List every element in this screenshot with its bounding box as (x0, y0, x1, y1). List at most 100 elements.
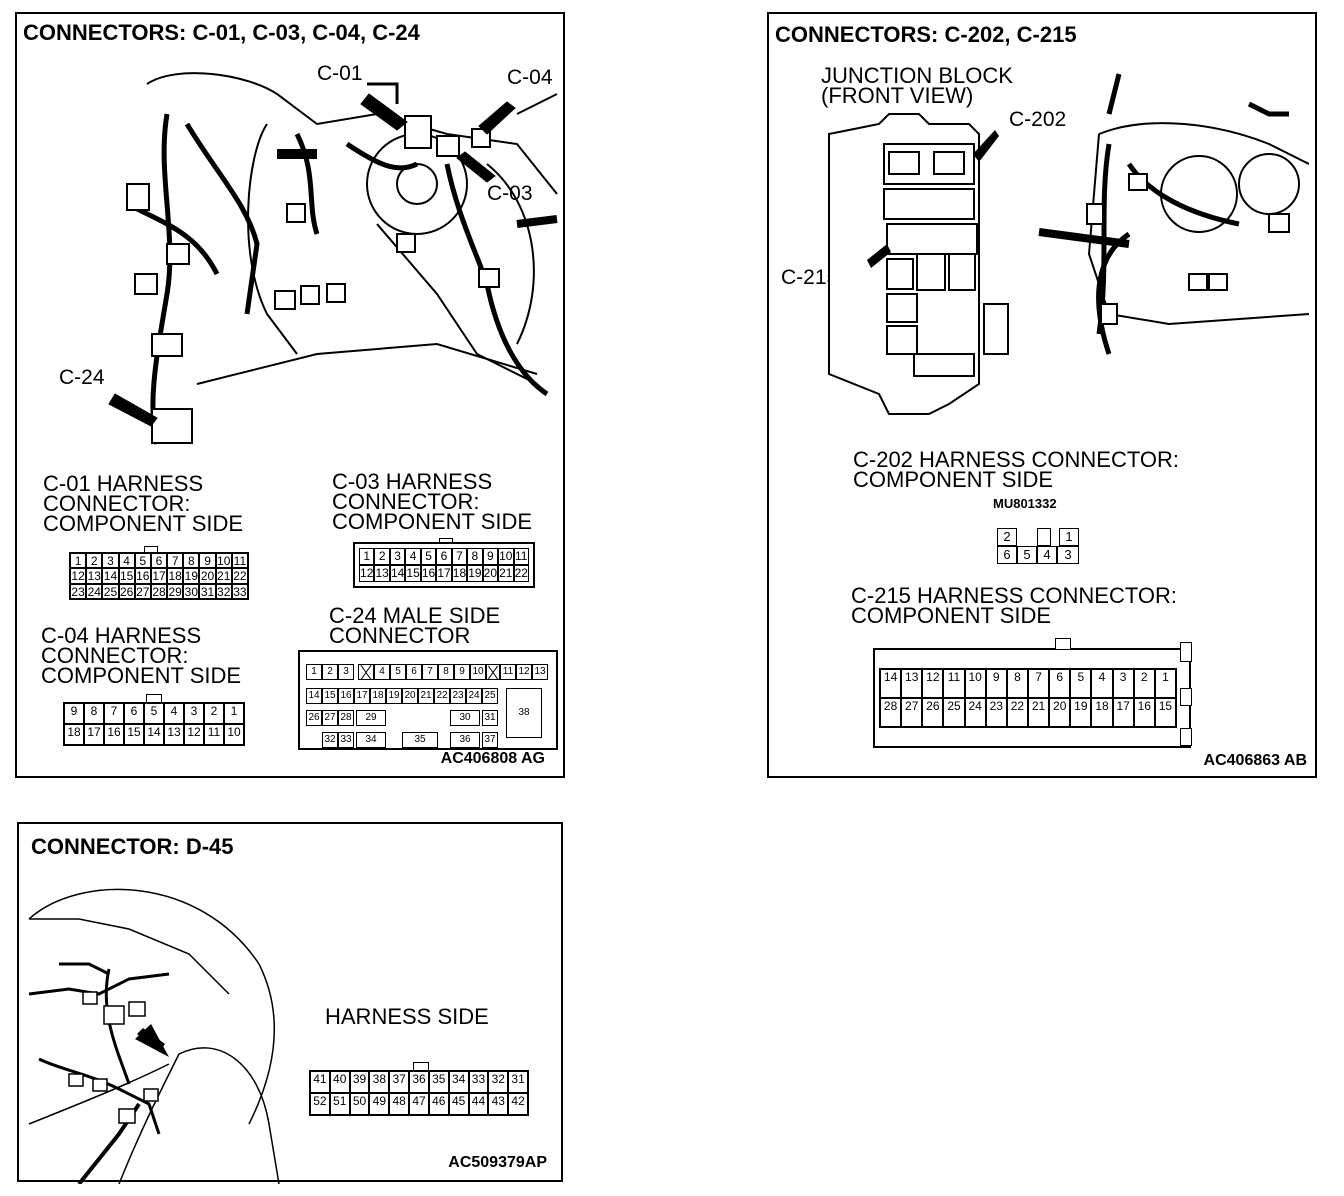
c04-pin: 12 (184, 724, 204, 745)
c215-latch-top (1055, 638, 1071, 650)
c03-pin: 16 (420, 565, 437, 582)
c24-pin: 27 (322, 710, 338, 726)
c202-part-number: MU801332 (993, 496, 1057, 511)
dashboard-harness-illustration (108, 72, 558, 445)
c01-pin: 17 (150, 568, 168, 584)
c03-pin: 14 (389, 565, 406, 582)
junction-block-illustration (828, 73, 1309, 415)
c24-pin: 14 (306, 688, 322, 704)
c24-pin: 35 (402, 732, 438, 748)
c215-connector-label: C-215 HARNESS CONNECTOR: COMPONENT SIDE (851, 583, 1177, 628)
d45-pin: 45 (448, 1093, 469, 1115)
rear-body-harness-illustration (28, 888, 280, 1184)
c24-pin: 15 (322, 688, 338, 704)
c01-pin: 1 (70, 553, 87, 569)
d45-pin: 36 (409, 1071, 429, 1093)
c03-connector-label: C-03 HARNESS CONNECTOR: COMPONENT SIDE (332, 469, 533, 534)
figure-code: AC406808 AG (440, 750, 545, 767)
c215-pin: 13 (901, 669, 923, 698)
c24-pin: 36 (450, 732, 480, 748)
d45-pin: 46 (428, 1093, 449, 1115)
c24-pin: 26 (306, 710, 322, 726)
c215-side-tab-1 (1180, 642, 1192, 662)
c24-pin: 7 (422, 664, 438, 680)
d45-pin: 38 (369, 1071, 390, 1093)
c24-pin: 28 (338, 710, 354, 726)
panel-title: CONNECTORS: C-01, C-03, C-04, C-24 (23, 20, 420, 45)
c24-pin: 3 (338, 664, 354, 680)
c24-pin: 13 (532, 664, 548, 680)
c24-pin: 33 (338, 732, 354, 748)
panel-connectors-c01-c03-c04-c24: CONNECTORS: C-01, C-03, C-04, C-24 (15, 12, 565, 778)
c24-pin: 30 (450, 710, 480, 726)
c01-pin: 3 (102, 553, 119, 569)
d45-pin: 32 (488, 1071, 509, 1093)
c03-pin: 4 (405, 548, 421, 565)
c24-pin: 37 (482, 732, 498, 748)
c202-empty-slot (1037, 528, 1051, 546)
c01-pin: 5 (134, 553, 151, 569)
c24-pin: 1 (306, 664, 322, 680)
c03-pin: 5 (420, 548, 437, 565)
d45-pin: 41 (310, 1071, 330, 1093)
c24-pin: 21 (418, 688, 434, 704)
c215-pin: 15 (1154, 698, 1176, 727)
c04-pin: 16 (104, 724, 124, 745)
c202-pin: 2 (997, 528, 1017, 546)
c215-side-tab-3 (1180, 728, 1192, 746)
callout-c202: C-202 (1009, 108, 1067, 131)
c215-pin: 8 (1006, 669, 1028, 698)
c04-pin: 10 (224, 724, 244, 745)
c01-pin: 18 (167, 568, 184, 584)
c24-pin: 22 (434, 688, 450, 704)
c24-pin: 34 (356, 732, 386, 748)
c01-pin: 2 (86, 553, 103, 569)
c01-pin: 20 (199, 568, 216, 584)
c04-pin: 17 (84, 724, 104, 745)
d45-pin: 42 (508, 1093, 528, 1115)
c24-connector-body (298, 650, 558, 750)
c03-pin: 3 (389, 548, 406, 565)
c01-pin: 26 (118, 583, 135, 599)
c202-pin: 1 (1059, 528, 1079, 546)
c04-pin: 6 (124, 703, 144, 724)
c04-pin: 5 (144, 703, 164, 724)
c01-pin: 11 (231, 553, 248, 569)
callout-c03: C-03 (487, 182, 533, 205)
d45-pin: 37 (389, 1071, 410, 1093)
c03-pin: 8 (467, 548, 483, 565)
c215-pin: 11 (943, 669, 965, 698)
c215-pin: 3 (1112, 669, 1134, 698)
c215-pin: 6 (1049, 669, 1071, 698)
c04-pin: 2 (204, 703, 224, 724)
d45-pin: 40 (329, 1071, 350, 1093)
c215-pin: 24 (964, 698, 986, 727)
c24-pin: 19 (386, 688, 402, 704)
c01-pin: 31 (199, 583, 216, 599)
c24-pin: 17 (354, 688, 370, 704)
c01-pin: 15 (118, 568, 135, 584)
c24-pin: 18 (370, 688, 386, 704)
c215-pin: 20 (1049, 698, 1071, 727)
d45-pin: 48 (389, 1093, 410, 1115)
d45-pin: 35 (428, 1071, 449, 1093)
panel-title: CONNECTOR: D-45 (31, 834, 234, 859)
c03-pin: 18 (451, 565, 468, 582)
c01-pin: 21 (215, 568, 232, 584)
c24-pin: 24 (466, 688, 482, 704)
c01-pin: 33 (231, 583, 248, 599)
c01-pin: 25 (102, 583, 119, 599)
c24-pin: 25 (482, 688, 498, 704)
c215-pin: 18 (1091, 698, 1113, 727)
c215-pin: 17 (1112, 698, 1134, 727)
c03-pin: 15 (405, 565, 421, 582)
d45-pin: 52 (310, 1093, 330, 1115)
c24-pin: 10 (470, 664, 486, 680)
c01-pin: 30 (183, 583, 200, 599)
c03-pin: 10 (498, 548, 514, 565)
panel-title: CONNECTORS: C-202, C-215 (775, 22, 1077, 47)
c04-pin: 11 (204, 724, 224, 745)
